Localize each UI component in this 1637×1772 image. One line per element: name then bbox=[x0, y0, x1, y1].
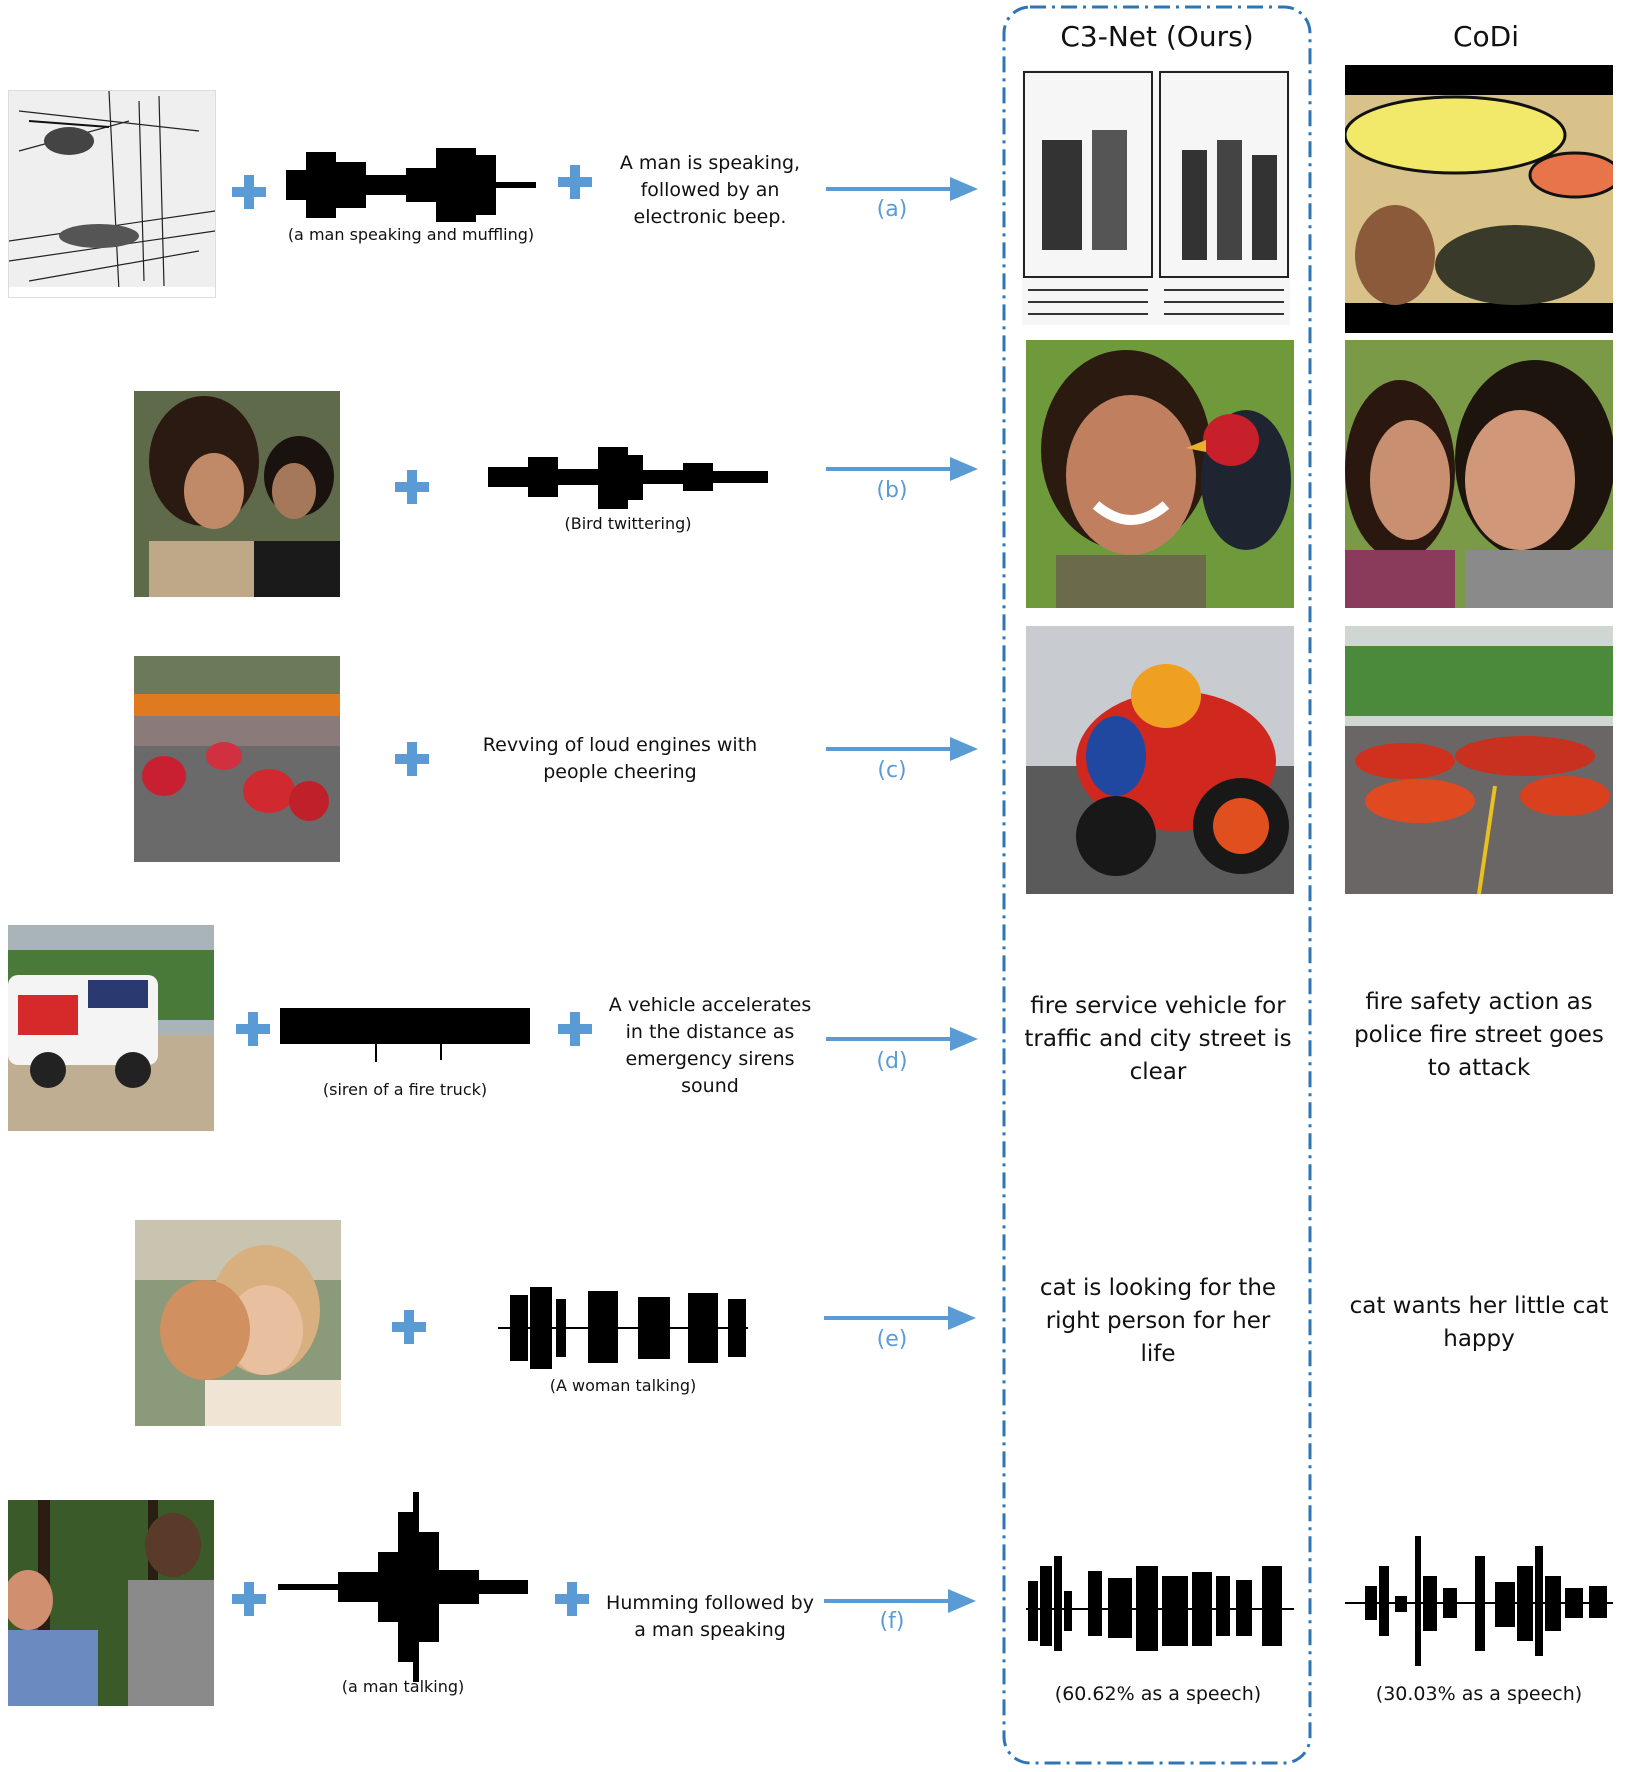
waveform-input-e bbox=[498, 1287, 748, 1369]
plus-icon bbox=[395, 742, 429, 776]
output-image-codi-c bbox=[1345, 626, 1613, 894]
audio-caption-e: (A woman talking) bbox=[549, 1376, 697, 1395]
waveform-input-f bbox=[278, 1492, 528, 1682]
arrow-c bbox=[826, 737, 978, 761]
plus-icon bbox=[558, 1012, 592, 1046]
plus-icon bbox=[232, 175, 266, 209]
speech-percent-ours: (60.62% as a speech) bbox=[1054, 1683, 1262, 1705]
waveform-input-a bbox=[286, 148, 536, 222]
arrow-label-f: (f) bbox=[879, 1609, 905, 1634]
plus-icon bbox=[558, 165, 592, 199]
output-image-ours-b bbox=[1026, 340, 1294, 608]
arrow-label-b: (b) bbox=[876, 478, 908, 503]
output-image-codi-a bbox=[1345, 65, 1613, 333]
plus-icon bbox=[555, 1582, 589, 1616]
arrow-e bbox=[824, 1306, 976, 1330]
arrow-label-a: (a) bbox=[876, 197, 908, 222]
speech-percent-codi: (30.03% as a speech) bbox=[1375, 1683, 1583, 1705]
audio-caption-a: (a man speaking and muffling) bbox=[287, 225, 535, 244]
input-image-a bbox=[8, 90, 216, 298]
plus-icon bbox=[232, 1582, 266, 1616]
arrow-b bbox=[826, 457, 978, 481]
audio-caption-f: (a man talking) bbox=[341, 1677, 465, 1696]
waveform-output-codi-f bbox=[1345, 1536, 1613, 1666]
audio-caption-d: (siren of a fire truck) bbox=[322, 1080, 488, 1099]
arrow-f bbox=[824, 1589, 976, 1613]
waveform-input-b bbox=[488, 447, 768, 509]
input-image-e bbox=[135, 1220, 341, 1426]
plus-icon bbox=[392, 1310, 426, 1344]
column-title-ours: C3-Net (Ours) bbox=[1060, 20, 1254, 53]
input-image-d bbox=[8, 925, 214, 1131]
arrow-label-c: (c) bbox=[877, 758, 907, 783]
arrow-d bbox=[826, 1027, 978, 1051]
waveform-output-ours-f bbox=[1026, 1556, 1294, 1651]
plus-icon bbox=[236, 1012, 270, 1046]
plus-icon bbox=[395, 470, 429, 504]
arrow-label-e: (e) bbox=[876, 1327, 908, 1352]
output-image-ours-a bbox=[1022, 70, 1290, 325]
input-image-b bbox=[134, 391, 340, 597]
arrow-label-d: (d) bbox=[876, 1049, 908, 1074]
output-image-codi-b bbox=[1345, 340, 1613, 608]
input-image-c bbox=[134, 656, 340, 862]
output-image-ours-c bbox=[1026, 626, 1294, 894]
audio-caption-b: (Bird twittering) bbox=[564, 514, 692, 533]
column-title-codi: CoDi bbox=[1452, 20, 1520, 53]
arrow-a bbox=[826, 177, 978, 201]
waveform-input-d bbox=[280, 1008, 530, 1062]
input-image-f bbox=[8, 1500, 214, 1706]
